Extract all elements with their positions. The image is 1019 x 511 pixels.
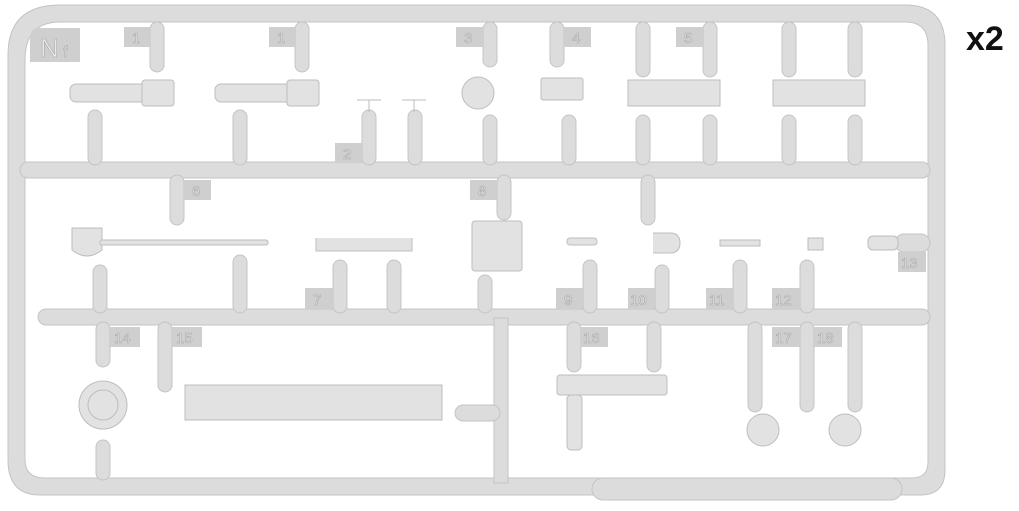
part-11 — [719, 239, 761, 247]
part-number-label: 17 — [775, 330, 792, 347]
part-number-label: 9 — [564, 292, 572, 309]
part-2b — [402, 99, 426, 112]
part-number-label: 3 — [464, 30, 472, 47]
part-number-label: 11 — [709, 292, 725, 309]
part-3 — [461, 76, 495, 110]
quantity-label: x2 — [966, 20, 1004, 58]
part-12 — [807, 237, 824, 251]
part-number-label: 6 — [192, 183, 200, 200]
part-4 — [540, 77, 584, 101]
part-1b — [214, 83, 294, 103]
part-7 — [315, 238, 413, 252]
part-number-label: 15 — [176, 330, 193, 347]
runner-vertical — [493, 317, 509, 484]
part-number-label: 16 — [583, 330, 600, 347]
part-5b — [772, 79, 866, 107]
part-13 — [867, 235, 899, 251]
part-17 — [746, 413, 780, 447]
part-number-label: 1 — [277, 30, 285, 47]
part-number-tags: 1 1 3 4 5 2 6 8 7 9 10 11 12 13 14 15 16… — [110, 27, 926, 347]
part-16 — [556, 374, 668, 396]
part-2a — [357, 99, 381, 112]
part-15 — [184, 384, 443, 421]
svg-text:N: N — [40, 33, 59, 63]
part-number-label: 13 — [901, 255, 918, 272]
part-number-label: 12 — [775, 292, 792, 309]
part-1a — [69, 83, 149, 103]
part-number-label: 2 — [343, 146, 351, 163]
runner-middle — [19, 161, 931, 179]
part-10 — [653, 232, 681, 254]
part-5a — [627, 79, 721, 107]
part-number-label: 7 — [313, 292, 321, 309]
outer-runner — [7, 4, 946, 496]
part-number-label: 8 — [478, 183, 486, 200]
part-number-label: 4 — [572, 30, 580, 47]
part-18 — [828, 413, 862, 447]
runner-bottom-bar — [591, 477, 903, 501]
part-9 — [566, 237, 598, 246]
gates — [87, 21, 931, 481]
part-6-spade — [71, 227, 103, 257]
parts — [69, 76, 899, 451]
part-number-label: 10 — [630, 292, 647, 309]
part-number-label: 14 — [114, 330, 131, 347]
sprue-code-tag: N f — [30, 28, 80, 63]
part-number-label: 1 — [132, 30, 140, 47]
part-number-label: 18 — [817, 330, 834, 347]
part-8 — [471, 220, 523, 272]
part-number-label: 5 — [684, 30, 692, 47]
svg-text:f: f — [63, 44, 68, 61]
